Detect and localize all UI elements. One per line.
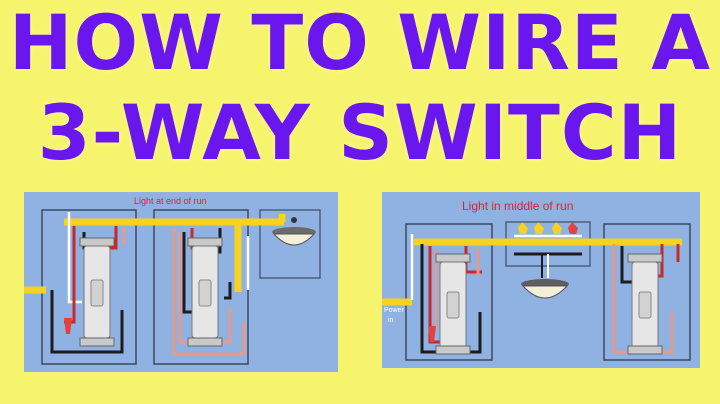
wire-nut-icon: [568, 222, 578, 234]
wire-nut-icon: [518, 222, 528, 234]
junction-box-icon: [259, 209, 321, 279]
light-fixture-icon: [521, 279, 569, 299]
wire-nut-icon: [534, 222, 544, 234]
wire-white-1: [67, 212, 82, 304]
diagram-light-in-middle: Light in middle of run Power in: [382, 192, 700, 368]
title-line-1: HOW TO WIRE A: [8, 0, 712, 87]
three-way-switch-icon: [187, 237, 223, 347]
diagram-light-at-end: Light at end of run: [24, 192, 338, 372]
three-way-switch-icon: [435, 253, 471, 355]
three-way-switch-icon: [79, 237, 115, 347]
wire-pink-2: [172, 228, 246, 356]
wire-nut-icon: [428, 326, 436, 342]
wire-black-1: [50, 290, 124, 354]
wire-nut-icon: [552, 222, 562, 234]
wire-black-2: [620, 246, 634, 284]
three-way-switch-icon: [627, 253, 663, 355]
power-in-label-2: in: [388, 317, 394, 324]
diagram-label: Light at end of run: [134, 196, 207, 206]
switch-box-2: [603, 223, 691, 361]
power-in-label: Power: [384, 307, 405, 314]
title-line-2: 3-WAY SWITCH: [37, 88, 683, 177]
light-fixture-icon: [272, 217, 316, 246]
diagram-label: Light in middle of run: [462, 199, 573, 213]
switch-box-1: [405, 223, 493, 361]
wire-nut-icon: [64, 318, 72, 334]
